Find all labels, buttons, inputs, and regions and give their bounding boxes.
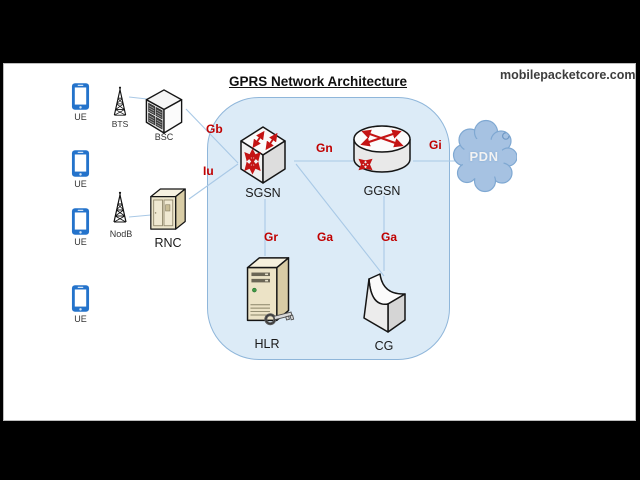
bts-antenna-icon: [110, 86, 130, 123]
ue-phone-icon: [71, 284, 90, 318]
rnc-label: RNC: [154, 236, 182, 250]
bsc-icon: [141, 87, 187, 139]
bts-label: BTS: [111, 119, 129, 129]
ue-phone-icon: [71, 82, 90, 116]
rnc-icon: [147, 186, 189, 239]
ue-label: UE: [74, 237, 87, 247]
nodb-label: NodB: [109, 229, 133, 239]
hlr-icon: [237, 254, 301, 339]
interface-label-ga-sgsn: Ga: [317, 230, 334, 244]
ue-label: UE: [74, 112, 87, 122]
bsc-label: BSC: [154, 132, 174, 142]
ue-label: UE: [74, 179, 87, 189]
pdn-label: PDN: [469, 149, 499, 164]
sgsn-icon: [233, 117, 293, 190]
ue-label: UE: [74, 314, 87, 324]
ggsn-icon: [351, 119, 413, 186]
sgsn-label: SGSN: [245, 186, 281, 200]
ue-phone-icon: [71, 207, 90, 241]
ue-phone-icon: [71, 149, 90, 183]
interface-label-gi: Gi: [429, 138, 442, 152]
pdn-cloud-icon: [449, 119, 518, 202]
interface-label-gr: Gr: [264, 230, 279, 244]
nodb-antenna-icon: [110, 190, 130, 231]
interface-label-iu: Iu: [203, 164, 214, 178]
interface-label-ga-ggsn: Ga: [381, 230, 398, 244]
hlr-label: HLR: [254, 337, 280, 351]
page-title: GPRS Network Architecture: [228, 74, 408, 89]
cg-label: CG: [374, 339, 394, 353]
cg-icon: [357, 273, 411, 344]
interface-label-gn: Gn: [316, 141, 333, 155]
interface-label-gb: Gb: [206, 122, 223, 136]
watermark-text: mobilepacketcore.com: [500, 68, 636, 82]
ggsn-label: GGSN: [363, 184, 401, 198]
